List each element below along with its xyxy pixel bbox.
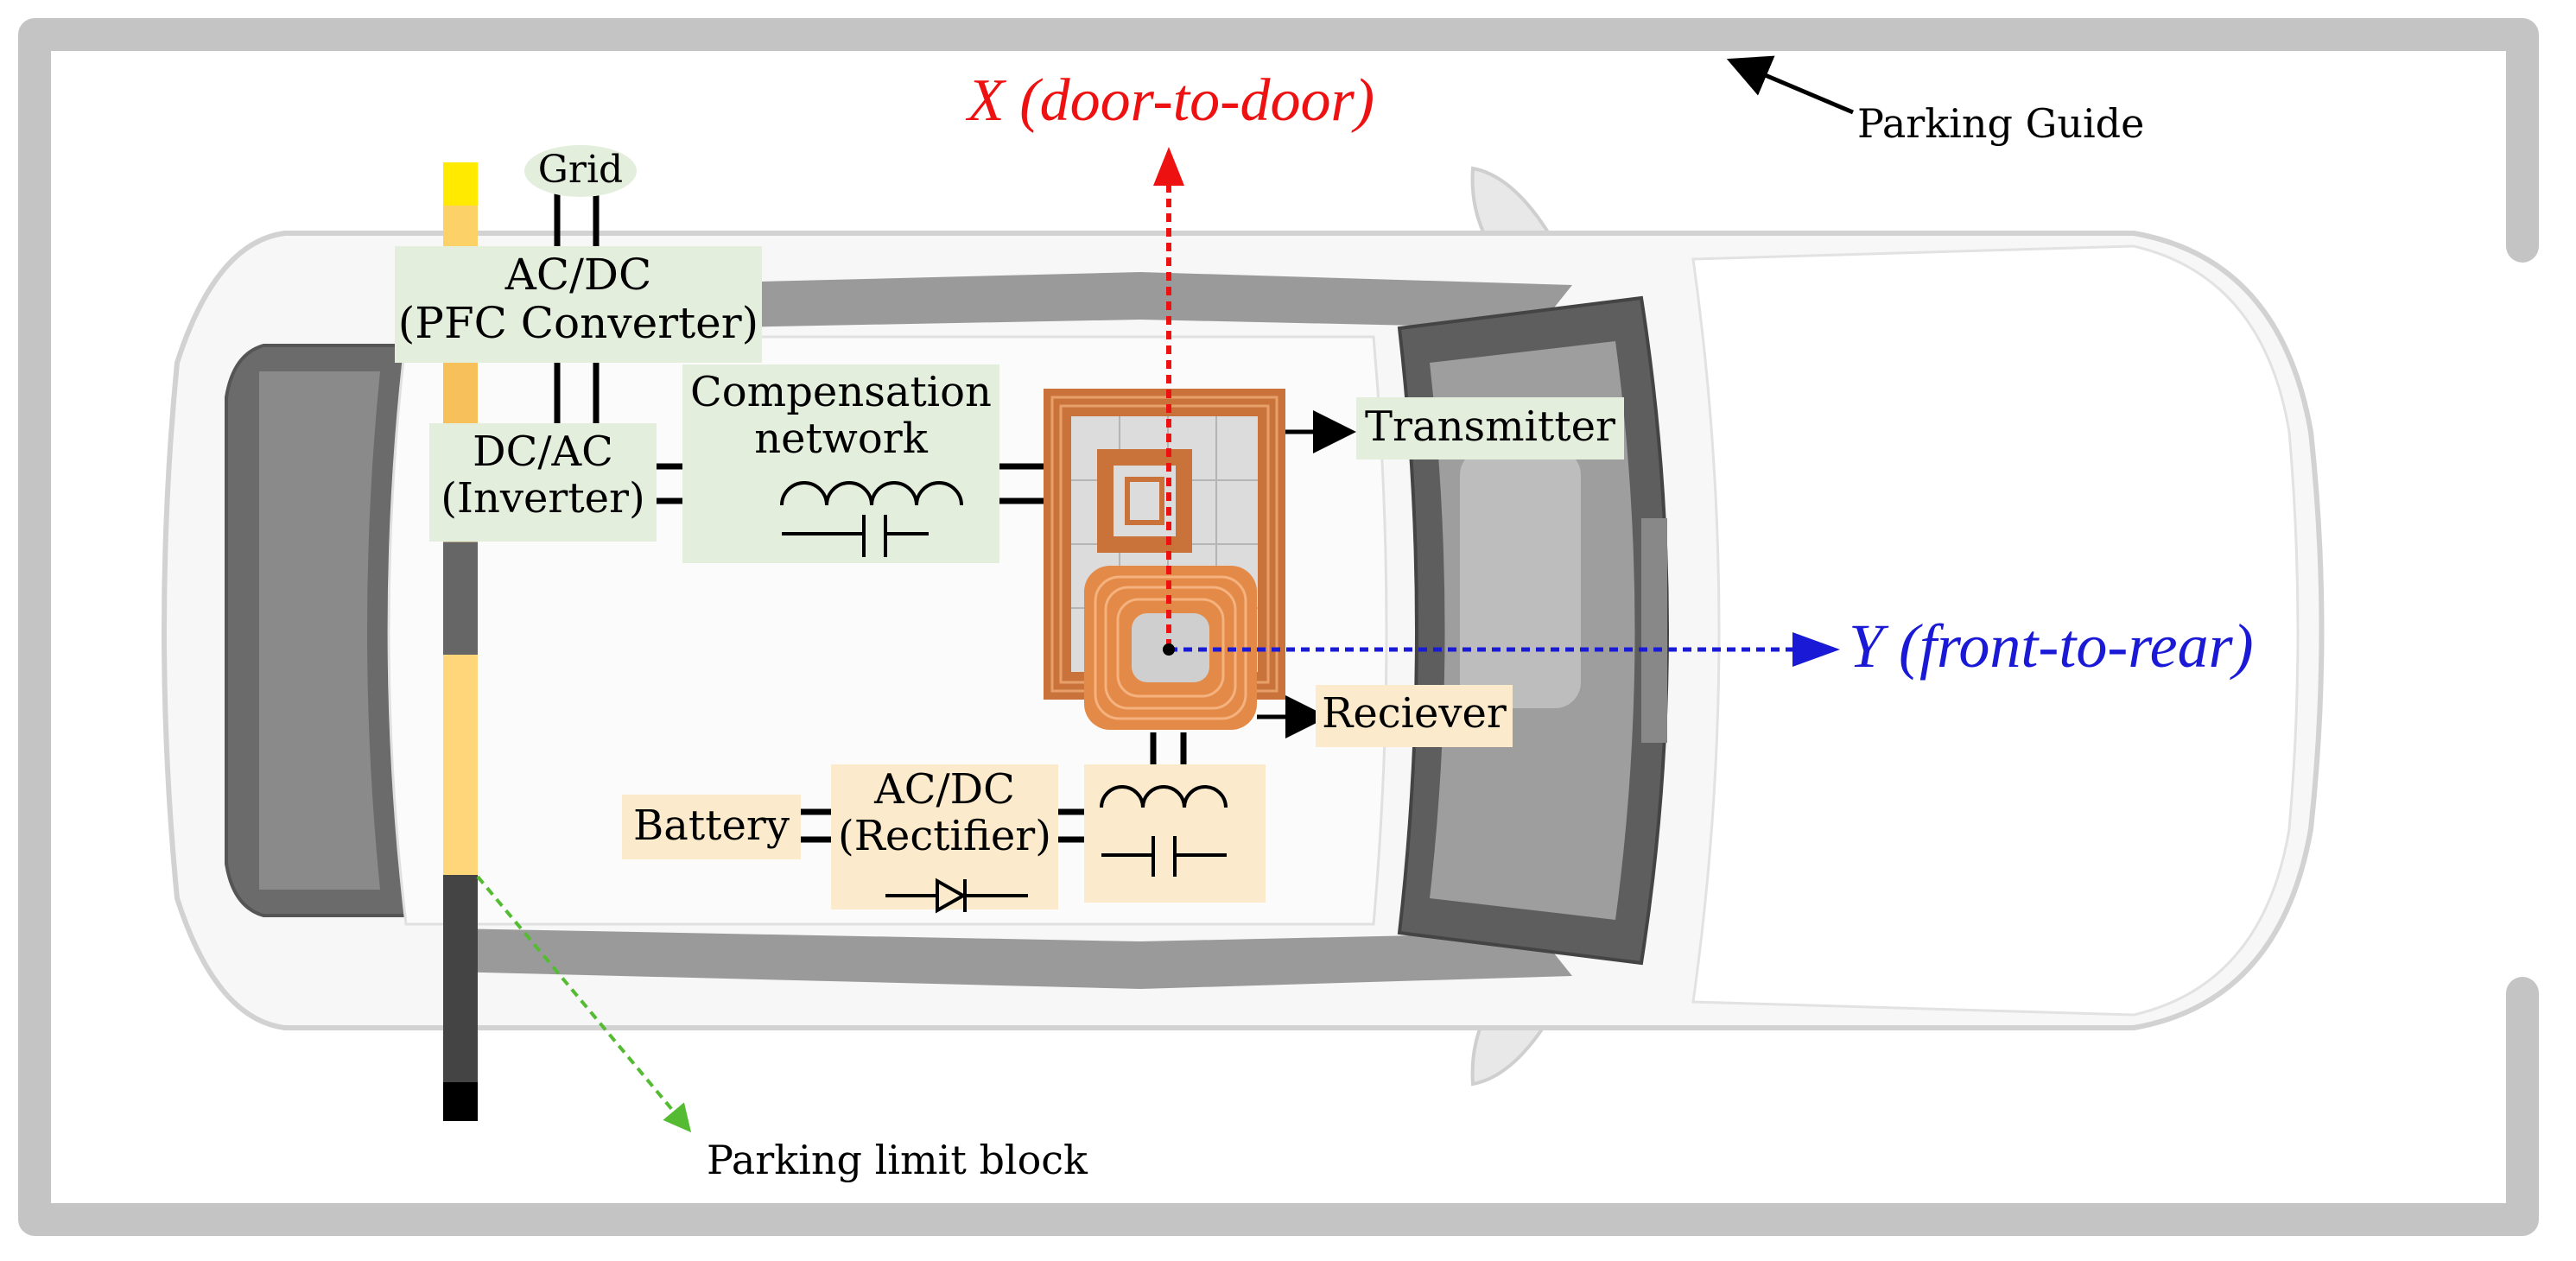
acdc-pfc-line1: AC/DC xyxy=(504,250,652,300)
grid-label: Grid xyxy=(537,148,624,192)
compensation-network-label: Compensation network xyxy=(682,368,999,463)
y-axis-arrow xyxy=(1169,632,1840,667)
coil-center-dot xyxy=(1163,643,1175,656)
rect-line1: AC/DC xyxy=(874,765,1015,814)
compensation-network-box xyxy=(682,364,999,563)
comp-line1: Compensation xyxy=(690,368,992,416)
battery-box xyxy=(622,795,801,859)
parking-limit-arrow xyxy=(476,875,692,1133)
parking-guide-arrow xyxy=(1726,55,1854,115)
acdc-pfc-line2: (PFC Converter) xyxy=(397,298,759,348)
parking-guide-label: Parking Guide xyxy=(1857,100,2145,147)
transmitter-label: Transmitter xyxy=(1365,402,1615,451)
dcac-inverter-label: DC/AC (Inverter) xyxy=(429,428,657,523)
x-axis-arrow xyxy=(1153,147,1184,648)
parking-frame xyxy=(18,18,2539,1236)
secondary-compensation-box xyxy=(1084,764,1266,903)
circuit-wires xyxy=(554,192,1187,843)
x-axis-label: X (door-to-door) xyxy=(968,67,1375,134)
acdc-pfc-box xyxy=(395,246,762,363)
y-axis-label: Y (front-to-rear) xyxy=(1849,611,2254,681)
receiver-label: Reciever xyxy=(1322,689,1507,738)
rect-line2: (Rectifier) xyxy=(838,811,1051,860)
receiver-box xyxy=(1316,685,1513,747)
comp-line2: network xyxy=(754,414,928,463)
grid-ellipse xyxy=(524,145,637,197)
parking-limit-block-label: Parking limit block xyxy=(707,1137,1088,1183)
dcac-line2: (Inverter) xyxy=(441,473,645,523)
acdc-pfc-label: AC/DC (PFC Converter) xyxy=(395,250,762,347)
dcac-line1: DC/AC xyxy=(473,428,613,476)
rectifier-label: AC/DC (Rectifier) xyxy=(831,765,1058,860)
battery-label: Battery xyxy=(633,802,790,850)
transmitter-box xyxy=(1356,397,1624,459)
dcac-inverter-box xyxy=(429,423,657,542)
